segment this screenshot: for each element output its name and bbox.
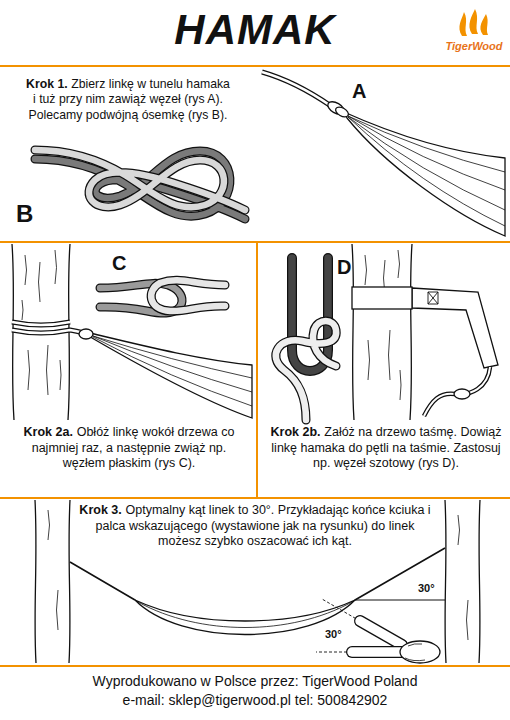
tree-with-strap [424,367,490,416]
separator-line [0,665,510,667]
footer-text: Wyprodukowano w Polsce przez: TigerWood … [93,673,418,689]
step-text: Krok 2a.Obłóż linkę wokół drzewa co najm… [14,425,244,472]
step-note: Krok 1.Zbierz linkę w tunelu hamaka i tu… [22,76,234,124]
logo-flame [459,12,467,36]
logo-flame [469,9,478,34]
trees-step-3 [35,500,480,663]
trees-step-3 [445,500,480,663]
reef-knot [100,280,225,313]
step-heading: Krok 1. [26,77,68,91]
figure-letter: A [352,80,366,103]
hammock-rope [12,322,252,418]
step-text: Krok 1.Zbierz linkę w tunelu hamaka i tu… [24,77,232,123]
hammock-tunnel [262,72,331,106]
tree-with-strap [352,287,412,309]
step-heading: Krok 3. [79,503,121,517]
hammock-rope [12,322,70,325]
tree-with-strap [412,288,498,368]
step-text: Krok 2b.Załóż na drzewo taśmę. Dowiąż li… [270,425,502,472]
hung-hammock [138,602,352,628]
figure-eight-knot [35,151,245,219]
hand-angle [352,646,404,658]
brand-name: TigerWood [445,40,502,53]
step-heading: Krok 2b. [271,425,321,439]
separator-line [0,497,510,499]
figure-eight-knot [35,150,245,219]
tree-with-strap [352,244,498,420]
figure-eight-knot [35,150,245,210]
hand-angle [360,621,402,645]
figure-letter: B [16,200,33,228]
step-text: Krok 3.Optymalny kąt linek to 30°. Przyk… [77,503,433,550]
reef-knot [151,280,225,311]
hammock-tunnel [262,72,505,236]
hung-hammock [70,548,445,635]
tree-with-strap [352,244,354,420]
hammock-rope [12,330,84,333]
logo-flame [459,9,488,36]
figure-eight-knot [35,151,245,219]
trees-step-3 [35,500,70,663]
step-note: Krok 2b.Załóż na drzewo taśmę. Dowiąż li… [268,424,504,473]
hammock-rope [12,322,70,325]
hammock-rope [90,333,252,418]
footer-text: e-mail: sklep@tigerwood.pl tel: 50084290… [123,692,388,708]
tree-with-strap [410,244,412,420]
tree-with-strap [424,367,490,416]
hand-angle [360,621,402,645]
angle-label: 30° [418,582,435,595]
separator-line [0,66,510,666]
hammock-tunnel [262,72,331,106]
angle-label: 30° [325,628,342,641]
figure-eight-knot [35,150,245,210]
hung-hammock [70,548,445,600]
hammock-tunnel [344,112,505,236]
step-note: Krok 3.Optymalny kąt linek to 30°. Przyk… [75,502,435,551]
step-body: Optymalny kąt linek to 30°. Przykładając… [96,503,431,548]
figure-letter: D [337,256,351,279]
hammock-rope [79,329,93,339]
hand-angle [352,647,404,657]
separator-line [0,65,510,67]
hand-angle [316,599,360,652]
step-heading: Krok 2a. [24,425,73,439]
hand-angle [405,644,425,661]
logo-flame [480,14,488,35]
separator-line [0,241,510,243]
hand-angle [316,599,440,663]
page-title: HAMAK [174,6,335,54]
separator-line [256,242,258,498]
hammock-tunnel [334,105,350,119]
sheet-bend-knot [276,321,336,420]
hammock-tunnel [348,116,505,226]
hammock-rope [12,330,84,333]
sheet-bend-knot [276,258,336,420]
hung-hammock [135,600,355,635]
tree-with-strap [428,292,438,304]
hung-hammock [355,600,445,601]
tree-with-strap [365,250,401,400]
tree-with-strap [454,389,470,399]
step-note: Krok 2a.Obłóż linkę wokół drzewa co najm… [12,424,246,473]
hammock-rope [93,336,252,406]
hand-angle [400,641,440,663]
figure-letter: C [112,252,126,275]
sheet-bend-knot [276,321,336,420]
reef-knot [151,280,225,311]
